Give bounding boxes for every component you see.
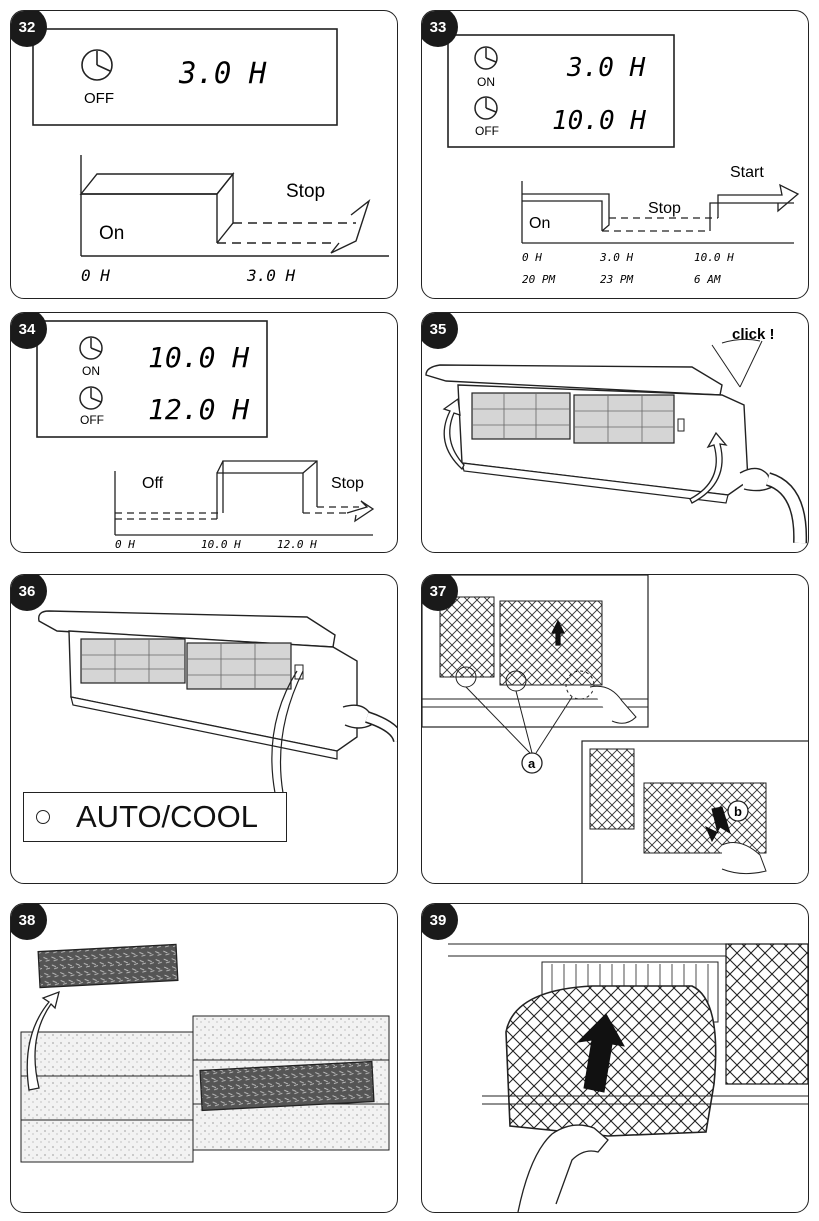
step-badge: 32 [11, 11, 47, 47]
step-badge: 37 [422, 575, 458, 611]
filter-reinsert-illustration [448, 943, 808, 1212]
panel-38: 38 [10, 903, 398, 1213]
panel-35: 35 click ! [421, 312, 809, 553]
on-time-readout: 3.0 H [566, 53, 646, 83]
step-badge: 38 [11, 904, 47, 940]
stop-label: Stop [286, 181, 325, 202]
clock-on-icon [474, 46, 498, 70]
off-icon-label: OFF [84, 90, 114, 107]
clock-off-icon [79, 386, 103, 410]
panel-34: 34 ON OFF 10.0 H 12.0 H Off Stop 0 H 1 [10, 312, 398, 553]
start-label: Start [730, 164, 764, 181]
clock-icon [81, 49, 113, 81]
off-icon-label: OFF [80, 413, 104, 427]
axis-hour-0: 0 H [522, 251, 542, 264]
off-time-readout: 12.0 H [148, 393, 249, 426]
on-label: On [529, 215, 550, 232]
rotate-arrow-icon [689, 431, 728, 504]
axis-clock-0: 20 PM [522, 273, 555, 286]
panel-36: 36 AUTO/COOL [10, 574, 398, 884]
stop-label: Stop [648, 200, 681, 217]
filter-removal-illustration: a b [422, 575, 808, 883]
axis-label-2: 12.0 H [277, 538, 317, 551]
axis-hour-1: 3.0 H [599, 251, 633, 264]
on-label: On [99, 223, 124, 244]
step-badge: 36 [11, 575, 47, 611]
mode-label: AUTO/COOL [76, 799, 259, 834]
axis-label-0: 0 H [115, 538, 135, 551]
on-icon-label: ON [82, 364, 100, 378]
filter-insert-illustration [20, 943, 390, 1163]
on-time-readout: 10.0 H [148, 341, 249, 374]
callout-b: b [734, 804, 742, 819]
off-icon-label: OFF [475, 124, 499, 138]
step-badge: 39 [422, 904, 458, 940]
step-badge: 35 [422, 313, 458, 349]
stop-label: Stop [331, 475, 364, 492]
panel-33: 33 ON OFF 3.0 H 10.0 H On Stop Start 0 H… [421, 10, 809, 299]
indicator-light-icon [36, 810, 50, 824]
clock-on-icon [79, 336, 103, 360]
clock-off-icon [474, 96, 498, 120]
timer-readout: 3.0 H [178, 56, 267, 90]
off-label: Off [142, 475, 164, 492]
panel-39: 39 [421, 903, 809, 1213]
ac-unit-illustration: click ! [425, 326, 808, 544]
timer-diagram: ON OFF 3.0 H 10.0 H On Stop Start 0 H 3.… [447, 34, 800, 286]
timer-diagram: ON OFF 10.0 H 12.0 H Off Stop 0 H 10.0 H… [36, 320, 375, 551]
ac-unit-illustration [38, 610, 397, 794]
rotate-arrow-icon [442, 397, 465, 471]
axis-hour-2: 10.0 H [694, 251, 734, 264]
timer-diagram: OFF 3.0 H On Stop 0 H 3.0 H [32, 28, 389, 285]
axis-clock-1: 23 PM [600, 273, 633, 286]
panel-32: 32 OFF 3.0 H On Stop 0 H 3.0 H [10, 10, 398, 299]
callout-a: a [528, 756, 536, 771]
axis-label-start: 0 H [81, 266, 110, 285]
on-icon-label: ON [477, 75, 495, 89]
axis-clock-2: 6 AM [694, 273, 721, 286]
lift-arrow-icon [26, 990, 60, 1091]
axis-label-end: 3.0 H [246, 266, 296, 285]
push-arrow-icon [576, 1013, 625, 1093]
step-badge: 33 [422, 11, 458, 47]
click-label: click ! [732, 326, 775, 343]
step-badge: 34 [11, 313, 47, 349]
off-time-readout: 10.0 H [552, 106, 646, 136]
axis-label-1: 10.0 H [201, 538, 241, 551]
mode-indicator: AUTO/COOL [23, 792, 287, 842]
panel-37: 37 a b [421, 574, 809, 884]
